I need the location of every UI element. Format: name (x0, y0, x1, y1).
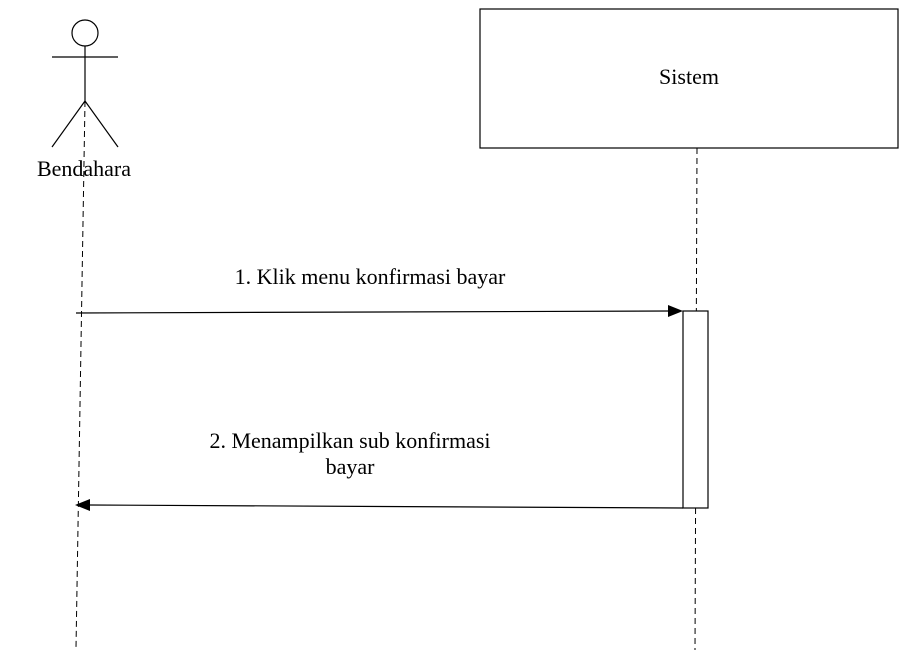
message-2-label: 2. Menampilkan sub konfirmasi bayar (80, 428, 620, 480)
message-1-arrow-line (75, 310, 671, 314)
message-2-arrowhead (75, 499, 90, 511)
actor-label: Bendahara (36, 156, 132, 181)
message-1-arrowhead (668, 305, 683, 317)
message-1-label: 1. Klik menu konfirmasi bayar (100, 264, 640, 290)
actor-right-leg (84, 100, 119, 148)
actor-left-leg (51, 100, 86, 148)
system-label: Sistem (659, 64, 719, 89)
system-box (479, 8, 899, 149)
message-2-text-line-2: bayar (325, 454, 375, 479)
message-2-arrow-line (88, 504, 684, 509)
actor-lifeline (75, 100, 86, 649)
actor-figure (51, 19, 119, 148)
message-1-text-line-1: 1. Klik menu konfirmasi bayar (234, 264, 506, 289)
message-2-text-line-1: 2. Menampilkan sub konfirmasi (209, 428, 491, 453)
activation-bar (682, 310, 709, 509)
actor-head (71, 19, 99, 47)
